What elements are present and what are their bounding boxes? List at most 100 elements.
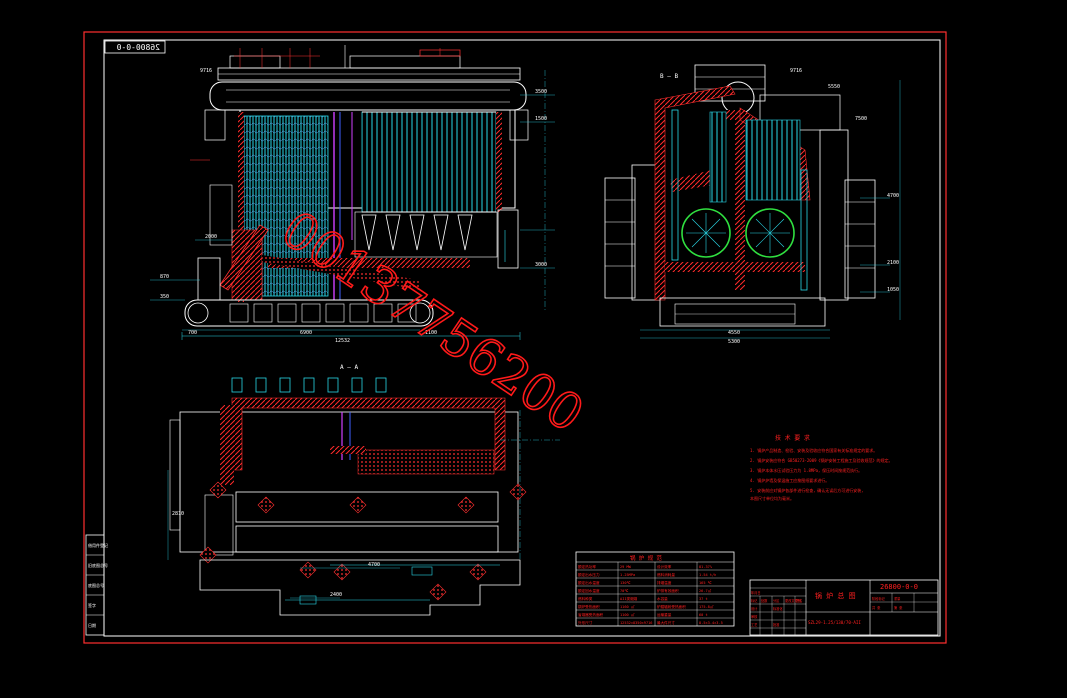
spec-r3-c1: 70℃ — [620, 589, 629, 593]
spec-r1-c0: 额定出水压力 — [578, 572, 600, 577]
spec-r4-c3: 37 t — [699, 597, 708, 601]
spec-r5-c0: 锅炉受热面积 — [578, 604, 600, 609]
bb-dim-top-3: 7500 — [855, 116, 867, 122]
spec-r5-c3: 175.8㎡ — [699, 604, 714, 609]
bb-dim-top-1: 9716 — [790, 68, 802, 74]
spec-r1-c2: 燃料消耗量 — [657, 572, 675, 577]
title-block: 标记 处数 分区 更改文件号 签名 年月日 设计 标准化 阶段标记 重量 审核 … — [749, 579, 939, 636]
bb-dim-right-1: 4700 — [887, 193, 899, 199]
front-dim-right-1: 3500 — [535, 89, 547, 95]
spec-r7-c0: 外形尺寸 — [578, 620, 593, 625]
bb-header-right — [745, 208, 795, 258]
tb-r0-c1: 处数 — [761, 598, 768, 603]
front-dim-left-2: 870 — [160, 274, 169, 280]
spec-r6-c2: 运输重量 — [657, 612, 672, 617]
note-6: 本图尺寸单位均为毫米。 — [750, 495, 794, 501]
tb-r3-c0: 工艺 — [751, 622, 757, 627]
note-1: 1. 锅炉产品制造、检验、安装及验收应符合国家有关标准规定的要求。 — [750, 447, 877, 453]
bb-dim-top-2: 5550 — [828, 84, 840, 90]
note-2: 2. 锅炉安装应符合 GB50273-2009《锅炉安装工程施工及验收规范》的规… — [750, 457, 893, 463]
spec-r4-c1: AII类烟煤 — [620, 596, 638, 601]
front-elevation-view: 12532 700 6900 1100 350 870 2000 3500 15… — [150, 45, 555, 344]
spec-r5-c1: 1160 ㎡ — [620, 604, 635, 609]
tb-r0-c3: 更改文件号 — [785, 598, 801, 603]
spec-r2-c3: 165 ℃ — [699, 581, 713, 585]
spec-r3-c0: 额定回水温度 — [578, 588, 600, 593]
spec-r1-c1: 1.25MPa — [620, 573, 635, 577]
tb-r0-c0: 标记 — [751, 598, 758, 603]
rev-label-3: 签字 — [88, 602, 96, 608]
notes-heading: 技 术 要 求 — [775, 434, 810, 442]
note-4: 4. 锅炉炉墙及保温施工应按图纸要求进行。 — [750, 477, 829, 483]
spec-r7-c3: 8.5×3.4×3.5 — [699, 621, 723, 625]
spec-r4-c0: 燃料种类 — [578, 596, 593, 601]
boiler-spec-table: 锅 炉 规 范 额定热功率 29 MW 设计效率 81.37% 额定出水压力 1… — [575, 551, 735, 627]
rev-label-1: 旧底图总号 — [88, 562, 108, 568]
tb-r1-c5: 重量 — [894, 596, 901, 601]
spec-r7-c1: 12532×8350×9716 — [620, 621, 652, 625]
front-dim-right-3: 3000 — [535, 262, 547, 268]
front-chain-grate — [184, 299, 434, 327]
front-dim-bottom-mid: 6900 — [300, 330, 312, 336]
front-dim-left-3: 2000 — [205, 234, 217, 240]
front-dim-right-2: 1500 — [535, 116, 547, 122]
front-dim-left-1: 350 — [160, 294, 169, 300]
front-dim-bottom-right: 1100 — [425, 330, 437, 336]
front-dim-top: 9716 — [200, 68, 212, 74]
tb-r1-c4: 阶段标记 — [872, 596, 886, 601]
spec-r2-c1: 130℃ — [620, 581, 631, 585]
spec-r4-c2: 水容量 — [657, 596, 668, 601]
spec-r6-c0: 省煤器受热面积 — [578, 612, 604, 617]
drawing-number: 26800-0-0 — [880, 583, 918, 591]
mirrored-number-box: 26800-0-0 — [104, 40, 166, 54]
side-section-bb-view: B — B — [604, 64, 901, 345]
aa-dim-bottom-1: 4700 — [368, 562, 380, 568]
section-label-bb: B — B — [660, 73, 678, 80]
front-convection-tubes — [361, 111, 497, 213]
spec-r2-c0: 额定出水温度 — [578, 580, 600, 585]
spec-r5-c2: 炉膛辐射受热面积 — [657, 604, 686, 609]
drawing-title: 锅 炉 总 图 — [815, 591, 856, 600]
front-dim-bottom-total: 12532 — [335, 338, 350, 344]
spec-r6-c3: 60 t — [699, 613, 708, 617]
aa-dim-left: 2810 — [172, 511, 184, 517]
technical-notes: 技 术 要 求 1. 锅炉产品制造、检验、安装及验收应符合国家有关标准规定的要求… — [750, 434, 893, 501]
spec-r2-c2: 排烟温度 — [657, 580, 672, 585]
inner-border — [103, 39, 941, 637]
outer-border — [83, 31, 947, 644]
tb-r3-c2: 批准 — [773, 622, 780, 627]
bb-dim-bottom-1: 4550 — [728, 330, 740, 336]
tb-r1-c2: 标准化 — [773, 606, 783, 611]
spec-r7-c2: 最大件尺寸 — [657, 620, 675, 625]
tb-r0-c2: 分区 — [773, 598, 780, 603]
spec-r0-c1: 29 MW — [620, 565, 632, 569]
spec-r3-c2: 炉排有效面积 — [657, 588, 679, 593]
aa-dim-bottom-2: 2400 — [330, 592, 342, 598]
bb-dim-bottom-2: 5300 — [728, 339, 740, 345]
note-5: 5. 安装前应对锅炉各部件进行检查，确认无误后方可进行安装， — [750, 487, 865, 493]
spec-r0-c0: 额定热功率 — [578, 564, 596, 569]
tb-r1-c0: 设计 — [751, 606, 758, 611]
tb-r0-c5: 年月日 — [751, 590, 761, 595]
spec-r0-c2: 设计效率 — [657, 564, 672, 569]
tb-r0-c4: 签名 — [796, 598, 802, 603]
tb-r2-c0: 审核 — [751, 614, 758, 619]
spec-table-header: 锅 炉 规 范 — [630, 554, 662, 562]
plan-section-aa-view: A — A — [167, 364, 560, 616]
rev-label-2: 底图总号 — [88, 582, 104, 588]
section-label-aa: A — A — [340, 364, 358, 371]
bb-header-left — [681, 208, 731, 258]
tb-r3-c5: 第 张 — [894, 605, 903, 610]
spec-r3-c3: 26.7㎡ — [699, 588, 712, 593]
front-dim-bottom-left: 700 — [188, 330, 197, 336]
bb-dim-right-3: 1050 — [887, 287, 899, 293]
rev-label-4: 日期 — [88, 622, 96, 628]
drawing-model: SZL29-1.25/130/70-AII — [808, 620, 861, 625]
tb-r3-c4: 共 张 — [872, 605, 881, 610]
side-revision-box: 借用件登记 旧底图总号 底图总号 签字 日期 — [85, 534, 108, 636]
note-3: 3. 锅炉本体水压试验压力为 1.8MPa，保压时间按规范执行。 — [750, 467, 862, 473]
spec-r6-c1: 1100 ㎡ — [620, 612, 635, 617]
rev-label-0: 借用件登记 — [88, 542, 108, 548]
spec-r0-c3: 81.37% — [699, 565, 713, 569]
